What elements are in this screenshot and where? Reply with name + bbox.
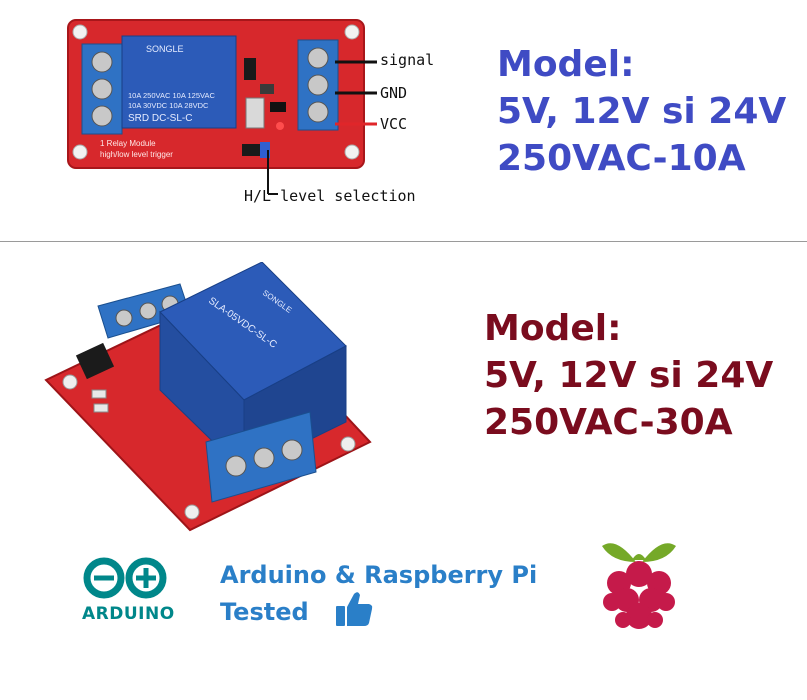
bottom-model-text: Model: 5V, 12V si 24V 250VAC-30A: [484, 305, 773, 446]
terminal-label-com: COM: [258, 503, 275, 510]
section-divider: [0, 241, 807, 242]
bottom-relay-module-image: SLA-05VDC-SL-C SONGLE NC COM NO: [44, 262, 372, 532]
vcc-label: VCC: [380, 115, 408, 133]
top-board-label: 1 Relay Module: [100, 139, 156, 148]
top-relay-rating-1: 10A 250VAC 10A 125VAC: [128, 91, 215, 100]
bottom-model-line-1: Model:: [484, 308, 622, 349]
top-board-sublabel: high/low level trigger: [100, 150, 173, 159]
terminal-label-nc: NC: [238, 509, 248, 516]
tested-line-2: Tested: [220, 598, 309, 626]
top-relay-brand: SONGLE: [146, 44, 184, 54]
top-model-line-1: Model:: [497, 44, 635, 85]
arduino-logo-text: ARDUINO: [82, 604, 175, 624]
raspberry-pi-icon: [602, 543, 676, 629]
top-model-line-2: 5V, 12V si 24V: [497, 91, 787, 132]
gnd-label: GND: [380, 84, 408, 102]
top-model-line-3: 250VAC-10A: [497, 138, 746, 179]
level-selection-pointer: [267, 150, 278, 195]
terminal-label-no: NO: [284, 495, 295, 502]
top-annotation-lines: [335, 60, 377, 126]
level-selection-label: H/L level selection: [244, 187, 416, 205]
top-relay-rating-2: 10A 30VDC 10A 28VDC: [128, 101, 209, 110]
top-relay-model: SRD DC-SL-C: [128, 113, 192, 124]
arduino-logo-icon: [83, 557, 167, 599]
bottom-model-line-3: 250VAC-30A: [484, 402, 733, 443]
top-relay-module-image: SONGLE 10A 250VAC 10A 125VAC 10A 30VDC 1…: [67, 19, 365, 169]
bottom-model-line-2: 5V, 12V si 24V: [484, 355, 774, 396]
signal-label: signal: [380, 51, 435, 69]
thumbs-up-icon: [336, 592, 373, 626]
tested-line-1: Arduino & Raspberry Pi: [220, 561, 538, 589]
top-model-text: Model: 5V, 12V si 24V 250VAC-10A: [497, 41, 786, 182]
